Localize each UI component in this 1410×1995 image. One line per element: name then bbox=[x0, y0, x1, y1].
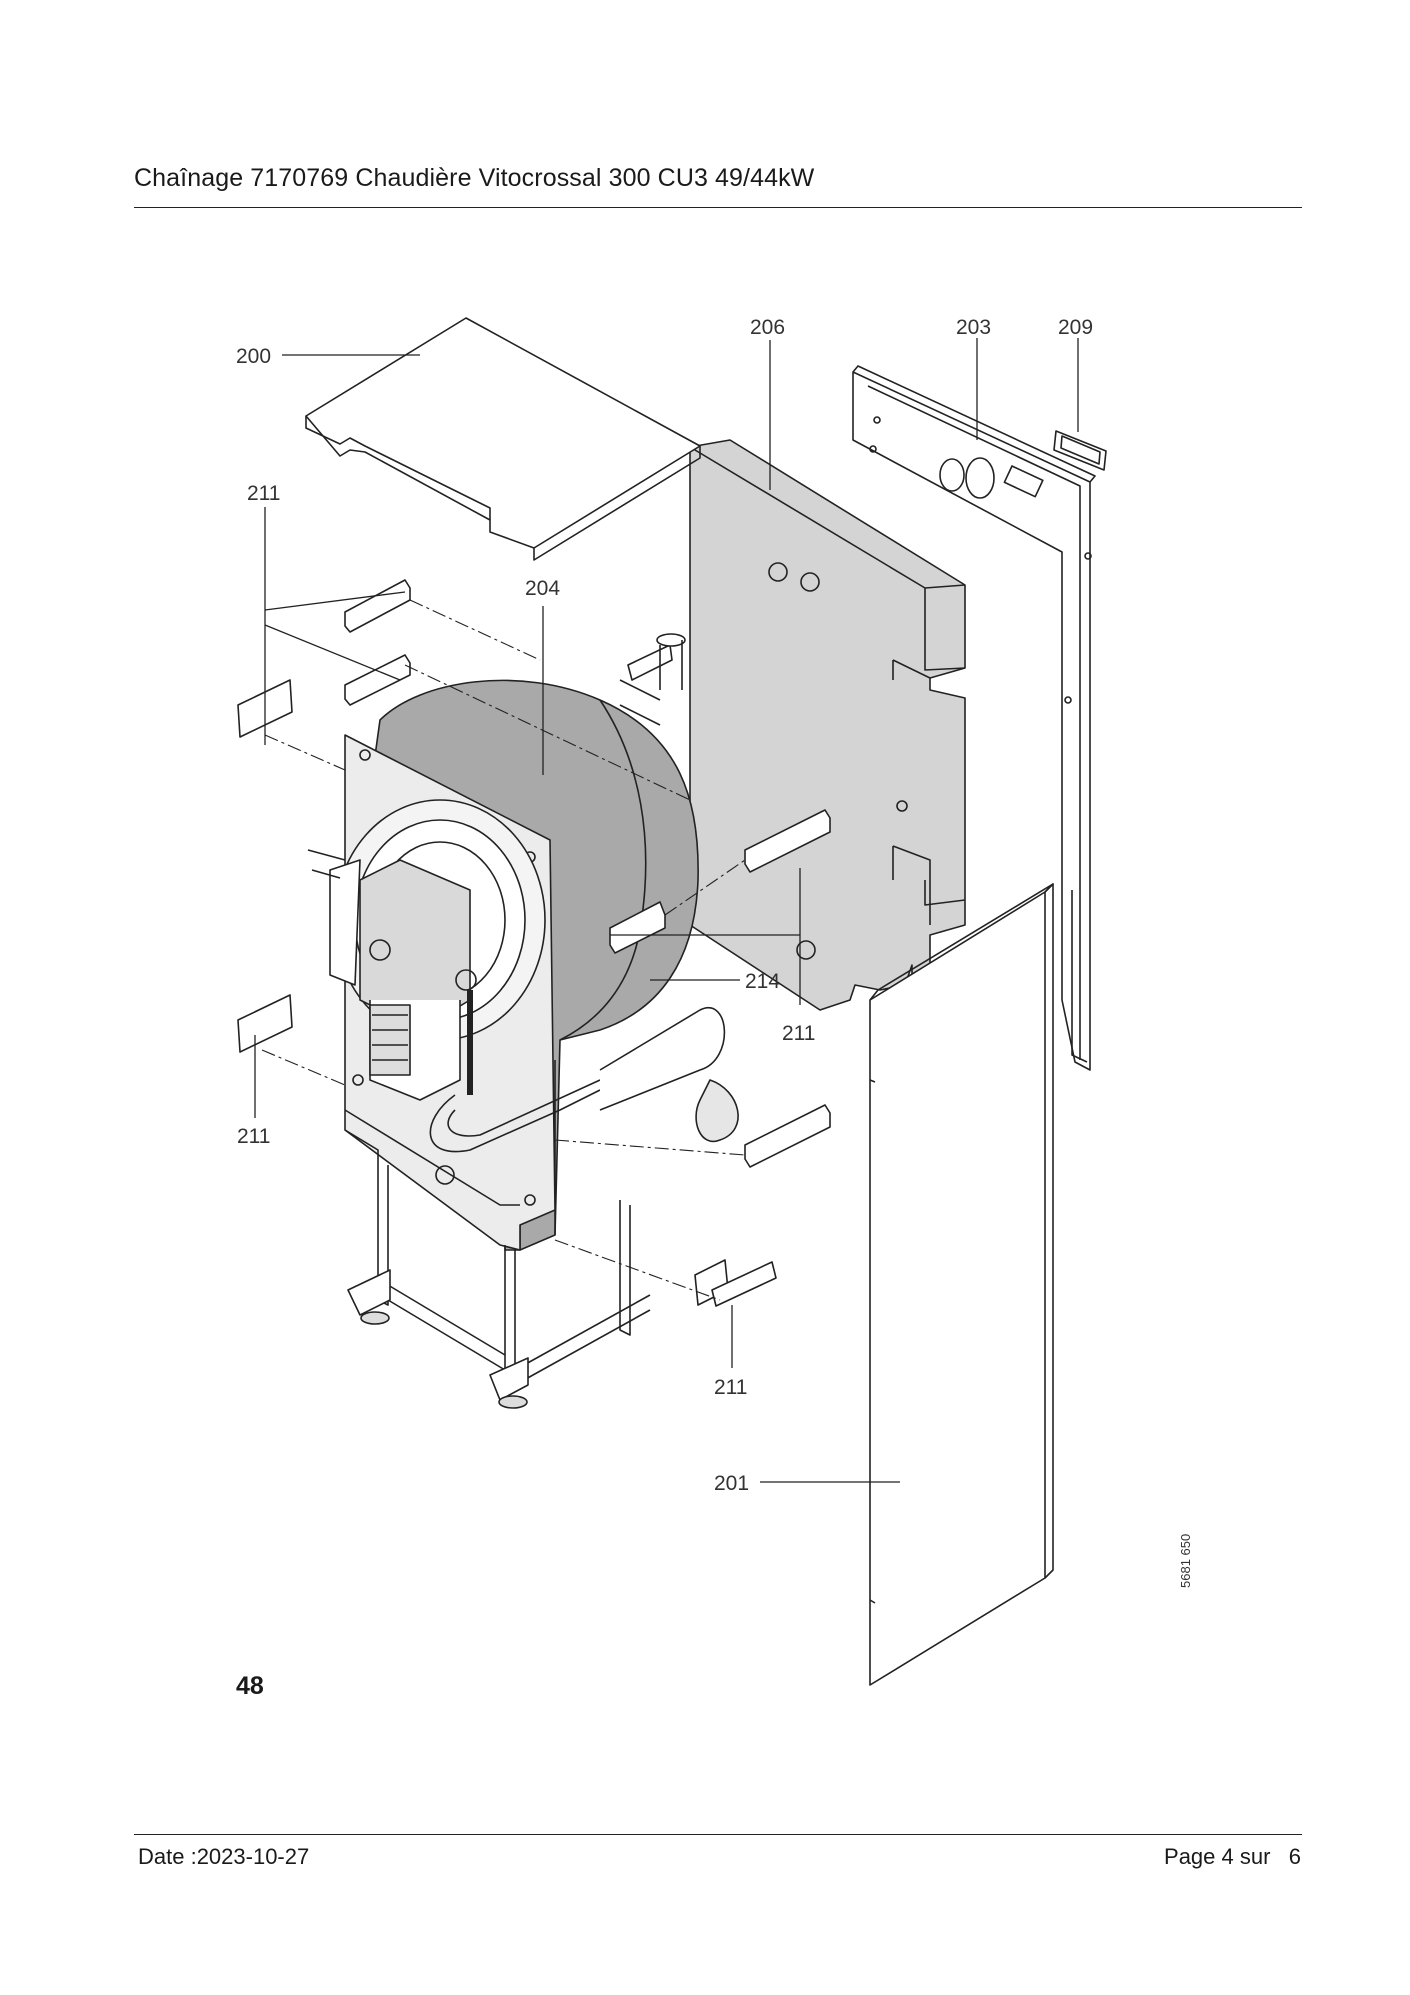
callout-211-right: 211 bbox=[782, 1022, 815, 1045]
callout-214: 214 bbox=[745, 970, 780, 993]
top-cover-panel bbox=[305, 317, 701, 561]
callout-201: 201 bbox=[714, 1472, 749, 1495]
callout-211-left: 211 bbox=[237, 1125, 270, 1148]
flue-pipe bbox=[429, 633, 739, 1153]
mounting-bracket bbox=[237, 579, 831, 1307]
leader-lines bbox=[254, 338, 1079, 1483]
callout-206: 206 bbox=[750, 316, 785, 339]
burner-assembly bbox=[307, 799, 546, 1101]
callout-200: 200 bbox=[236, 345, 271, 368]
boiler-stand-frame bbox=[347, 1160, 651, 1409]
callout-204: 204 bbox=[525, 577, 560, 600]
footer-page-count: Page 4 sur 6 bbox=[1164, 1844, 1301, 1869]
insulation-block bbox=[689, 439, 966, 1021]
diagram-page-number: 48 bbox=[236, 1672, 264, 1700]
front-panel bbox=[869, 883, 1054, 1686]
alignment-lines bbox=[261, 599, 746, 1301]
callout-211-top: 211 bbox=[247, 482, 280, 505]
callout-203: 203 bbox=[956, 316, 991, 339]
small-cover-part bbox=[1053, 430, 1107, 471]
drawing-number: 5681 650 bbox=[1178, 1533, 1193, 1588]
footer-divider bbox=[134, 1834, 1302, 1835]
header-divider bbox=[134, 207, 1302, 208]
page-title: Chaînage 7170769 Chaudière Vitocrossal 3… bbox=[134, 164, 815, 192]
callout-211-bottom: 211 bbox=[714, 1376, 747, 1399]
footer-date: Date :2023-10-27 bbox=[138, 1844, 310, 1869]
callout-209: 209 bbox=[1058, 316, 1093, 339]
rear-wall-panel bbox=[852, 365, 1096, 1071]
